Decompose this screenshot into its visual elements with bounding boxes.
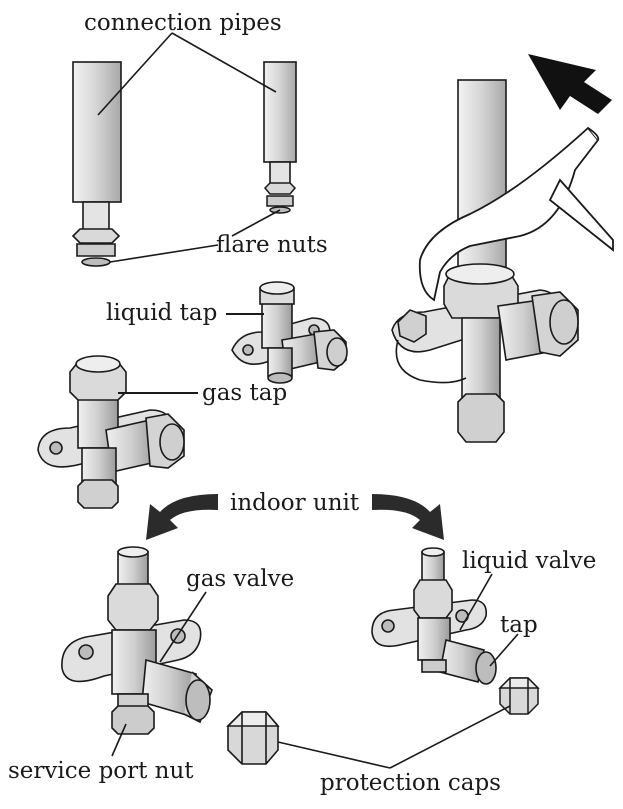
connection-pipe-left <box>72 61 122 235</box>
connection-pipes-leaders <box>97 32 277 116</box>
gas-valve-leaders <box>111 591 207 757</box>
label-gas-valve: gas valve <box>186 566 294 592</box>
turn-direction-arrow <box>528 54 612 114</box>
protection-cap-small <box>498 677 540 715</box>
wrench-pipe <box>457 79 507 281</box>
label-indoor-unit: indoor unit <box>230 490 360 516</box>
label-service-port-nut: service port nut <box>8 758 194 784</box>
indoor-unit-arrow-right <box>372 494 444 540</box>
indoor-unit-arrow-left <box>146 494 218 540</box>
label-gas-tap: gas tap <box>202 380 287 406</box>
label-connection-pipes: connection pipes <box>84 10 282 36</box>
wrench-icon <box>418 126 614 302</box>
label-protection-caps: protection caps <box>320 770 501 796</box>
flare-nuts-leaders <box>109 209 281 263</box>
gas-tap-valve <box>37 355 185 509</box>
liquid-tap-valve <box>231 281 348 384</box>
flare-nut-left <box>71 228 121 267</box>
label-tap: tap <box>500 612 538 638</box>
protection-cap-large <box>226 711 280 765</box>
liquid-valve <box>371 547 497 685</box>
label-liquid-tap: liquid tap <box>106 300 217 326</box>
protection-caps-leaders <box>277 705 511 769</box>
gas-valve <box>61 546 213 735</box>
flare-nut-right <box>263 182 297 214</box>
label-flare-nuts: flare nuts <box>216 232 328 258</box>
connection-pipe-right <box>263 61 297 185</box>
liquid-valve-leaders <box>459 573 519 667</box>
wrench-valve <box>391 263 579 443</box>
label-liquid-valve: liquid valve <box>462 548 596 574</box>
